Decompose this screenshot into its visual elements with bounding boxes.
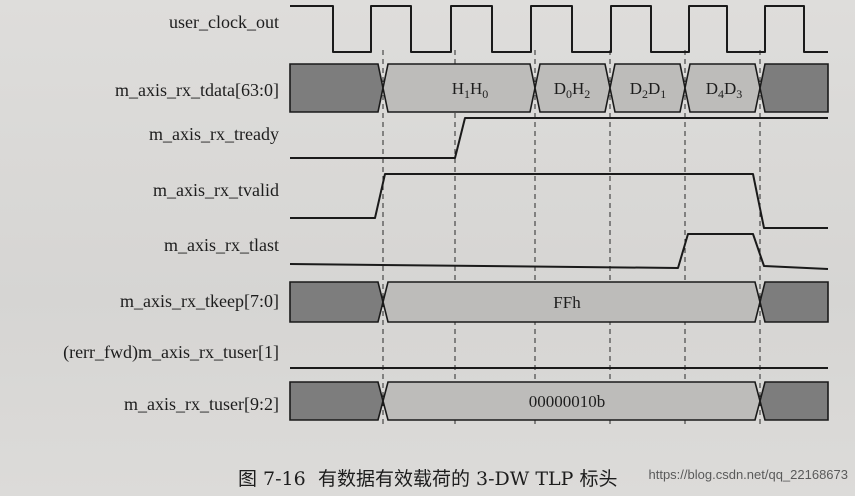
tdata-segment-4 bbox=[609, 63, 686, 113]
tuser92-segment-1 bbox=[289, 381, 384, 421]
tdata-segment-5 bbox=[684, 63, 761, 113]
signal-label-clk: user_clock_out bbox=[169, 12, 279, 32]
tdata-segment-6 bbox=[759, 63, 829, 113]
tdata-value-4: D4D3 bbox=[706, 79, 743, 101]
tuser92-segment-3 bbox=[759, 381, 829, 421]
tkeep-segment-3 bbox=[759, 281, 829, 323]
watermark-text: https://blog.csdn.net/qq_22168673 bbox=[649, 467, 849, 482]
tuser92-value: 00000010b bbox=[529, 392, 606, 411]
figure-caption: 图 7-16 有数据有效载荷的 3-DW TLP 标头 bbox=[238, 468, 617, 490]
figure-number: 图 7-16 bbox=[238, 468, 306, 490]
tdata-segment-1 bbox=[289, 63, 384, 113]
signal-label-tdata: m_axis_rx_tdata[63:0] bbox=[115, 80, 279, 100]
tready-trace bbox=[290, 117, 828, 159]
signal-label-tready: m_axis_rx_tready bbox=[149, 124, 279, 144]
tdata-value-1: H1H0 bbox=[452, 79, 489, 101]
tkeep-segment-2 bbox=[382, 281, 761, 323]
tdata-value-2: D0H2 bbox=[554, 79, 591, 101]
signal-label-tlast: m_axis_rx_tlast bbox=[164, 235, 279, 255]
signal-label-tuser92: m_axis_rx_tuser[9:2] bbox=[124, 394, 279, 414]
tkeep-value: FFh bbox=[553, 293, 581, 312]
signal-labels: user_clock_out m_axis_rx_tdata[63:0] m_axi… bbox=[63, 12, 279, 414]
tdata-segment-2 bbox=[382, 63, 536, 113]
tkeep-segment-1 bbox=[289, 281, 384, 323]
tlast-trace bbox=[289, 233, 829, 270]
tdata-value-3: D2D1 bbox=[630, 79, 667, 101]
signal-label-tkeep: m_axis_rx_tkeep[7:0] bbox=[120, 291, 279, 311]
clock-edge-guides bbox=[382, 50, 761, 428]
signal-label-tvalid: m_axis_rx_tvalid bbox=[153, 180, 279, 200]
tvalid-trace bbox=[290, 173, 828, 229]
tuser92-segment-2 bbox=[382, 381, 761, 421]
tdata-segment-3 bbox=[534, 63, 611, 113]
figure-title: 有数据有效载荷的 3-DW TLP 标头 bbox=[318, 468, 617, 490]
clock-trace bbox=[290, 5, 828, 53]
signal-label-tuser1: (rerr_fwd)m_axis_rx_tuser[1] bbox=[63, 342, 279, 363]
